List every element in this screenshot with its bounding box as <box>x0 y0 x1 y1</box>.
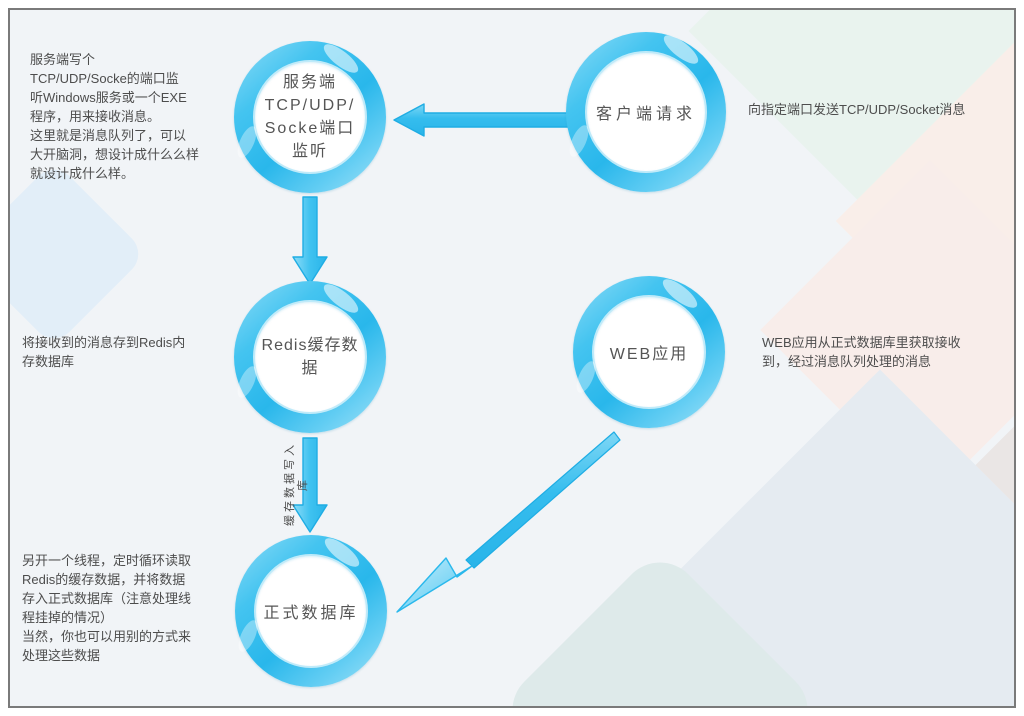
node-redis-cache: Redis缓存数 据 <box>233 279 386 433</box>
node-redis-cache-label: Redis缓存数 据 <box>261 337 359 377</box>
node-server-listener-label: 服务端 TCP/UDP/ Socke端口 监听 <box>264 74 356 160</box>
node-client-request-label: 客户端请求 <box>595 106 696 123</box>
annotation-redis-note: 将接收到的消息存到Redis内 存数据库 <box>22 335 186 369</box>
node-main-database: 正式数据库 <box>234 533 387 687</box>
annotation-server-note: 服务端写个 TCP/UDP/Socke的端口监 听Windows服务或一个EXE… <box>30 52 200 181</box>
node-server-listener: 服务端 TCP/UDP/ Socke端口 监听 <box>233 39 386 193</box>
node-web-app: WEB应用 <box>572 274 725 428</box>
node-client-request: 客户端请求 <box>565 30 726 192</box>
node-main-database-label: 正式数据库 <box>263 605 359 622</box>
node-web-app-label: WEB应用 <box>609 346 689 363</box>
edge-redis-to-database-label: 缓存数据写入库 <box>284 442 309 526</box>
annotation-client-note: 向指定端口发送TCP/UDP/Socket消息 <box>748 102 966 117</box>
annotation-web-note: WEB应用从正式数据库里获取接收 到，经过消息队列处理的消息 <box>762 335 961 369</box>
annotation-database-note: 另开一个线程，定时循环读取 Redis的缓存数据，并将数据 存入正式数据库（注意… <box>22 553 192 663</box>
background-diamond-left <box>10 160 148 348</box>
